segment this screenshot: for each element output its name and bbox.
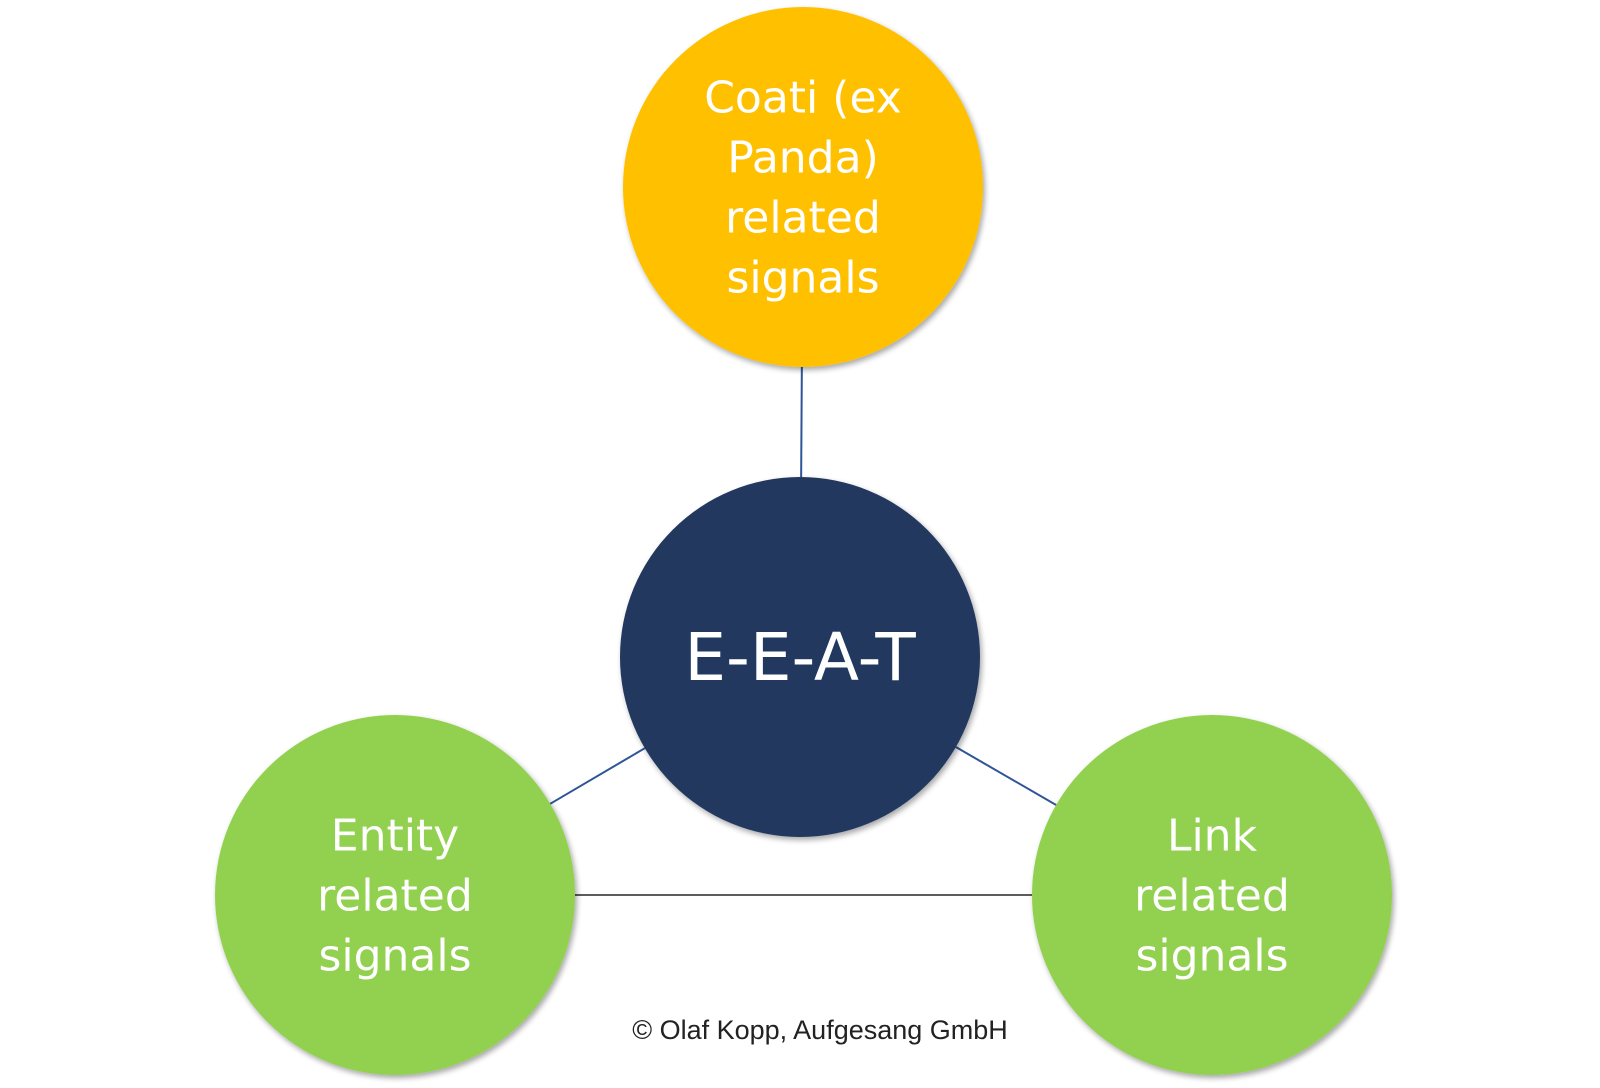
node-entity: Entity related signals	[215, 715, 575, 1075]
node-circle-entity	[215, 715, 575, 1075]
node-eeat: E-E-A-T	[620, 477, 980, 837]
node-label-coati-line-3: signals	[726, 252, 879, 303]
node-label-coati-line-2: related	[725, 192, 881, 243]
node-label-entity-line-2: signals	[318, 930, 471, 981]
node-label-link-line-0: Link	[1167, 810, 1258, 861]
edge-coati-eeat	[800, 366, 803, 478]
node-label-coati-line-0: Coati (ex	[704, 72, 902, 123]
node-circle-coati	[623, 7, 983, 367]
node-label-eeat-line-0: E-E-A-T	[684, 619, 916, 696]
node-circle-link	[1032, 715, 1392, 1075]
node-label-coati-line-1: Panda)	[727, 132, 878, 183]
edge-link-eeat	[955, 746, 1057, 806]
node-label-link-line-1: related	[1134, 870, 1290, 921]
copyright-text: © Olaf Kopp, Aufgesang GmbH	[632, 1015, 1008, 1045]
node-label-entity-line-0: Entity	[331, 810, 459, 861]
node-link: Link related signals	[1032, 715, 1392, 1075]
edge-entity-eeat	[549, 747, 646, 805]
node-label-link-line-2: signals	[1135, 930, 1288, 981]
node-circle-eeat	[620, 477, 980, 837]
node-label-entity-line-1: related	[317, 870, 473, 921]
